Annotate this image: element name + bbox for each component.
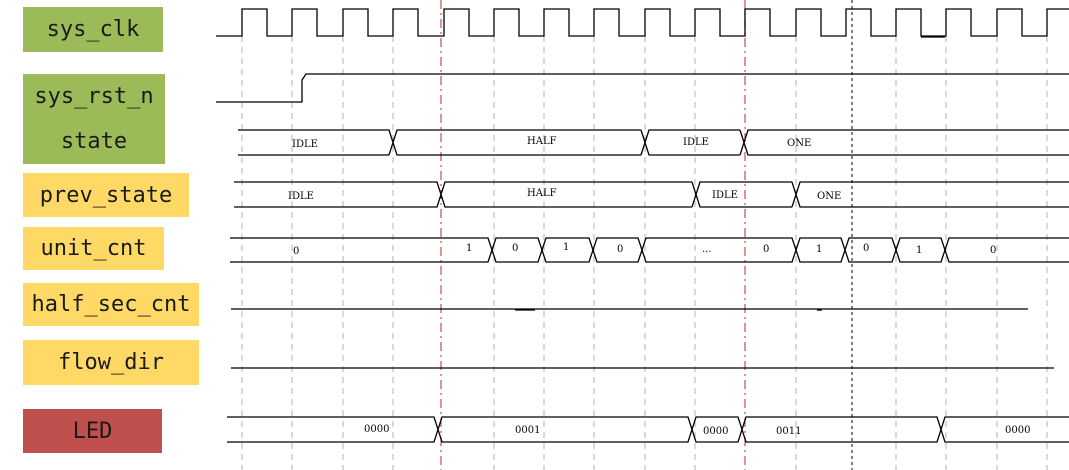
signal-label-prev-state: prev_state: [23, 173, 189, 217]
half-sec-cnt-waveform: [231, 308, 1028, 311]
led-bus: 0000 0001 0000 0011 0000: [227, 416, 1069, 443]
state-value: ONE: [787, 138, 811, 149]
prev-state-value: ONE: [817, 191, 841, 202]
unit-cnt-value: 1: [563, 242, 569, 253]
signal-label-state: state: [23, 119, 165, 164]
prev-state-value: HALF: [527, 188, 557, 199]
signal-label-flow-dir: flow_dir: [23, 340, 199, 385]
led-value: 0011: [776, 426, 801, 437]
unit-cnt-value: 0: [990, 245, 996, 256]
signal-label-led: LED: [23, 409, 162, 453]
led-value: 0000: [364, 424, 389, 435]
state-value: IDLE: [292, 139, 318, 150]
state-value: IDLE: [683, 137, 709, 148]
signal-label-sys-clk: sys_clk: [23, 7, 163, 52]
prev-state-value: IDLE: [712, 190, 738, 201]
prev-state-bus: IDLE HALF IDLE ONE: [234, 181, 1069, 208]
led-value: 0001: [515, 425, 540, 436]
unit-cnt-bus: 0 1 0 1 0 ... 0 1 0 1 0: [230, 237, 1069, 263]
sys-clk-waveform: [216, 8, 1069, 37]
signal-label-unit-cnt: unit_cnt: [23, 227, 164, 270]
sys-rst-n-waveform: [216, 73, 1069, 103]
unit-cnt-value: 1: [816, 244, 822, 255]
unit-cnt-value: 0: [617, 244, 623, 255]
state-bus: IDLE HALF IDLE ONE: [238, 129, 1069, 156]
unit-cnt-value: ...: [702, 244, 712, 255]
led-value: 0000: [703, 426, 728, 437]
unit-cnt-value: 0: [763, 244, 769, 255]
unit-cnt-value: 0: [512, 243, 518, 254]
unit-cnt-value: 0: [293, 246, 299, 257]
unit-cnt-value: 1: [916, 245, 922, 256]
signal-label-sys-rst-n: sys_rst_n: [23, 74, 165, 119]
signal-label-half-sec-cnt: half_sec_cnt: [23, 283, 199, 326]
prev-state-value: IDLE: [288, 191, 314, 202]
grid-lines: [241, 36, 1048, 470]
state-value: HALF: [527, 136, 557, 147]
led-value: 0000: [1005, 425, 1030, 436]
unit-cnt-value: 1: [466, 243, 472, 254]
unit-cnt-value: 0: [863, 243, 869, 254]
